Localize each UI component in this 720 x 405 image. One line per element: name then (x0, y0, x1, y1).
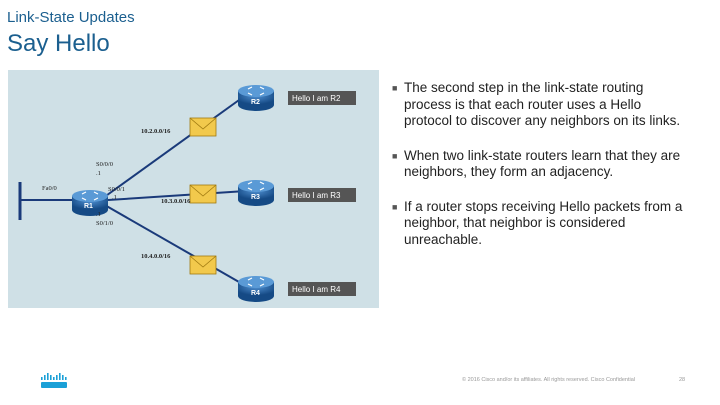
network-label: 10.3.0.0/16 (161, 198, 191, 205)
router-r2-label: R2 (251, 99, 260, 106)
network-label: 10.4.0.0/16 (141, 253, 171, 260)
bullet-square-icon: ■ (392, 201, 398, 212)
bullet-item: ■ If a router stops receiving Hello pack… (392, 198, 683, 247)
bullet-list: ■The second step in the link-state routi… (392, 80, 692, 266)
hello-label-r2: Hello I am R2 (288, 91, 356, 105)
router-r4-icon: R4 (238, 276, 274, 302)
page-number: 28 (679, 377, 686, 383)
bullet-square-icon: ■ (392, 150, 398, 161)
cisco-logo-icon (40, 373, 68, 394)
svg-text:Hello I am R4: Hello I am R4 (292, 285, 341, 294)
page-title: Say Hello (7, 30, 110, 57)
interface-label: S0/0/0 (96, 161, 113, 168)
router-r4-label: R4 (251, 290, 260, 297)
link-r1-r4 (102, 203, 247, 287)
network-diagram: R1 R2 R3 R4 Hello I am R2 (8, 70, 379, 308)
hello-envelope-icon (189, 255, 217, 275)
hello-envelope-icon (189, 184, 217, 204)
network-label: 10.2.0.0/16 (141, 128, 171, 135)
hello-label-r4: Hello I am R4 (288, 282, 356, 296)
router-r1-icon: R1 (72, 190, 108, 216)
interface-label: .1 (96, 170, 101, 177)
interface-label: .1 (96, 211, 101, 218)
bullet-square-icon: ■ (392, 83, 398, 93)
interface-label: S0/1/0 (96, 220, 113, 227)
router-r1-label: R1 (84, 203, 93, 210)
router-r3-label: R3 (251, 194, 260, 201)
link-r1-r2 (102, 94, 247, 199)
bullet-item: ■The second step in the link-state routi… (392, 80, 681, 128)
footer-copyright: © 2016 Cisco and/or its affiliates. All … (462, 377, 636, 383)
section-subtitle: Link-State Updates (7, 9, 135, 26)
hello-envelope-icon (189, 117, 217, 137)
hello-label-r3: Hello I am R3 (288, 188, 356, 202)
link-r1-r3 (107, 190, 247, 201)
svg-text:Hello I am R2: Hello I am R2 (292, 94, 341, 103)
router-r2-icon: R2 (238, 85, 274, 111)
interface-label: S0/0/1 (108, 186, 125, 193)
router-r3-icon: R3 (238, 180, 274, 206)
bullet-item: ■When two link-state routers learn that … (392, 147, 681, 180)
svg-text:Hello I am R3: Hello I am R3 (292, 191, 341, 200)
interface-label: Fa0/0 (42, 185, 57, 192)
interface-label: .1 (112, 194, 117, 201)
